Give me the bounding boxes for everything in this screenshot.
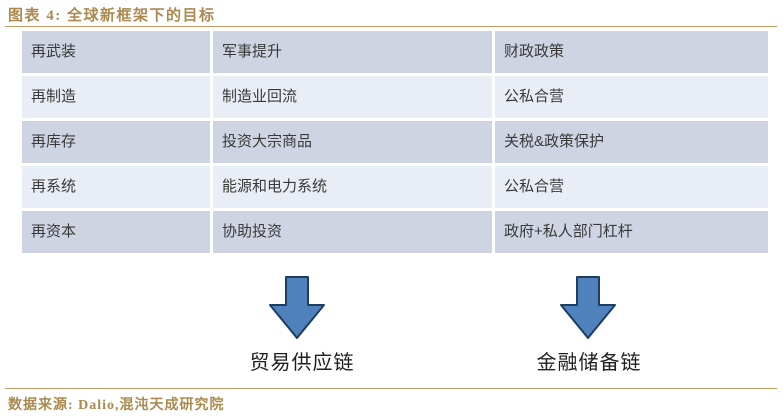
table-cell: 公私合营 (495, 76, 768, 118)
table-cell: 政府+私人部门杠杆 (495, 211, 768, 253)
table-cell: 能源和电力系统 (213, 166, 492, 208)
figure-title: 图表 4: 全球新框架下的目标 (8, 8, 216, 24)
goals-table: 再武装 军事提升 财政政策 再制造 制造业回流 公私合营 再库存 投资大宗商品 … (22, 31, 768, 253)
table-cell: 财政政策 (495, 31, 768, 73)
table-cell: 制造业回流 (213, 76, 492, 118)
down-arrow-shape (269, 276, 325, 339)
down-arrow-icon (269, 276, 325, 340)
top-divider (5, 26, 777, 27)
bottom-divider (5, 388, 777, 389)
down-arrow-shape (560, 276, 616, 339)
table-cell: 公私合营 (495, 166, 768, 208)
table-cell: 关税&政策保护 (495, 121, 768, 163)
flow-label-trade-supply-chain: 贸易供应链 (249, 352, 355, 374)
flow-label-financial-reserve-chain: 金融储备链 (536, 352, 642, 374)
table-cell: 投资大宗商品 (213, 121, 492, 163)
table-cell: 再资本 (22, 211, 210, 253)
table-cell: 协助投资 (213, 211, 492, 253)
table-cell: 军事提升 (213, 31, 492, 73)
table-cell: 再制造 (22, 76, 210, 118)
source-note: 数据来源: Dalio,混沌天成研究院 (8, 398, 225, 413)
table-cell: 再库存 (22, 121, 210, 163)
down-arrow-icon (560, 276, 616, 340)
table-cell: 再系统 (22, 166, 210, 208)
table-cell: 再武装 (22, 31, 210, 73)
